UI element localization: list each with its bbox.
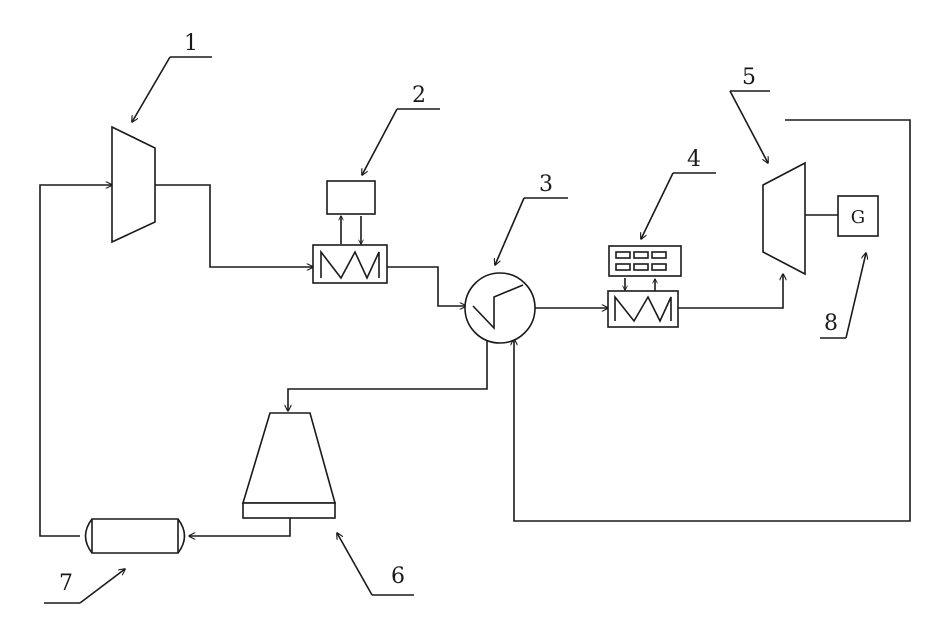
heat-storage-panel bbox=[609, 246, 681, 276]
pipe-tank-to-compressor bbox=[40, 185, 112, 536]
callout-5-number: 5 bbox=[742, 65, 756, 90]
callout-1: 1 bbox=[132, 31, 212, 122]
pipe-cooling-tower-to-tank bbox=[189, 518, 290, 536]
callout-5: 5 bbox=[730, 65, 770, 163]
callout-3-number: 3 bbox=[539, 172, 553, 197]
callout-1-number: 1 bbox=[184, 31, 198, 56]
pipe-compressor-to-exchanger-2 bbox=[155, 185, 313, 267]
turbine bbox=[763, 163, 805, 274]
callout-7-number: 7 bbox=[59, 571, 73, 596]
generator-label: G bbox=[851, 207, 865, 228]
pipe-exchanger-4-to-turbine bbox=[678, 274, 783, 308]
storage-tank bbox=[86, 519, 185, 553]
recuperator bbox=[465, 273, 535, 343]
callout-8: 8 bbox=[820, 253, 866, 338]
pipe-exchanger-2-to-recuperator bbox=[387, 267, 466, 306]
cooling-tower bbox=[243, 413, 335, 518]
callout-2-number: 2 bbox=[412, 83, 426, 108]
compressor bbox=[112, 127, 155, 242]
callout-8-number: 8 bbox=[824, 311, 838, 336]
callout-6-number: 6 bbox=[391, 564, 405, 589]
callout-2: 2 bbox=[362, 83, 440, 175]
heat-exchanger-4 bbox=[608, 291, 678, 327]
callout-4: 4 bbox=[641, 147, 716, 239]
callout-6: 6 bbox=[337, 533, 414, 595]
callout-7: 7 bbox=[44, 569, 125, 603]
callout-3: 3 bbox=[495, 172, 568, 265]
callout-4-number: 4 bbox=[687, 147, 701, 172]
heat-exchanger-2 bbox=[313, 245, 387, 283]
heat-source-box bbox=[327, 181, 375, 214]
pipe-recuperator-to-cooling-tower bbox=[288, 338, 487, 411]
